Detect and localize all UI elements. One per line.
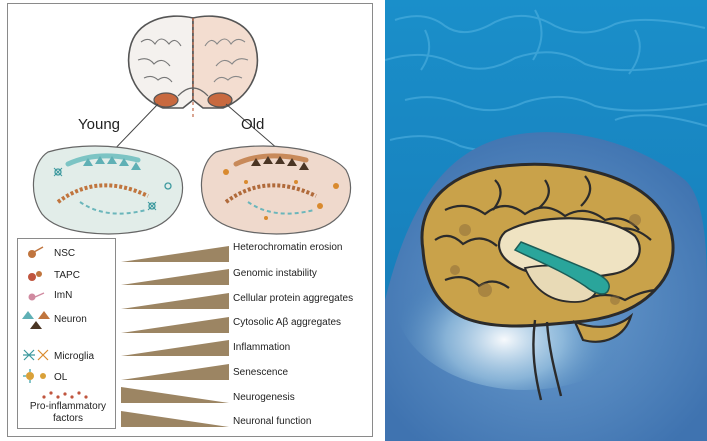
old-label: Old xyxy=(241,116,264,133)
trend-wedge-increase xyxy=(121,291,229,309)
trend-wedge-decrease xyxy=(121,385,229,403)
old-hippocampus xyxy=(196,142,356,237)
neuron-icon xyxy=(22,307,50,335)
trait-label: Neuronal function xyxy=(233,416,311,427)
young-hippocampus xyxy=(28,142,188,237)
tapc-cell-icon xyxy=(24,268,46,284)
trait-label: Cytosolic Aβ aggregates xyxy=(233,317,341,328)
legend-label-pro-inflammatory: Pro-inflammatory factors xyxy=(22,401,114,425)
trait-label: Senescence xyxy=(233,367,288,378)
microglia-icon xyxy=(22,347,50,363)
connector-lines xyxy=(8,4,373,164)
trend-wedge-increase xyxy=(121,315,229,333)
legend-label-ol: OL xyxy=(54,372,67,383)
trait-label: Heterochromatin erosion xyxy=(233,242,343,253)
trend-wedge-increase xyxy=(121,244,229,262)
legend-label-nsc: NSC xyxy=(54,248,75,259)
legend-label-tapc: TAPC xyxy=(54,270,80,281)
nsc-cell-icon xyxy=(24,245,46,261)
legend-label-neuron: Neuron xyxy=(54,314,87,325)
young-label: Young xyxy=(78,116,120,133)
oligodendrocyte-icon xyxy=(22,368,50,384)
trend-wedge-increase xyxy=(121,338,229,356)
immature-neuron-icon xyxy=(24,288,46,304)
trait-label: Inflammation xyxy=(233,342,290,353)
trend-wedge-increase xyxy=(121,267,229,285)
trend-wedge-increase xyxy=(121,362,229,380)
cell-type-legend: NSC TAPC ImN Neuron Microglia OL Pro-inf… xyxy=(17,238,116,429)
legend-label-imn: ImN xyxy=(54,290,72,301)
trend-wedge-decrease xyxy=(121,409,229,427)
trait-label: Genomic instability xyxy=(233,268,317,279)
aging-diagram-panel: Young Old NSC TAPC xyxy=(7,3,373,437)
legend-label-microglia: Microglia xyxy=(54,351,94,362)
brain-illustration-panel xyxy=(385,0,707,441)
trait-label: Cellular protein aggregates xyxy=(233,293,353,304)
brain-illustration xyxy=(385,0,707,441)
trait-label: Neurogenesis xyxy=(233,392,295,403)
pro-inflammatory-factors-icon xyxy=(40,389,94,401)
